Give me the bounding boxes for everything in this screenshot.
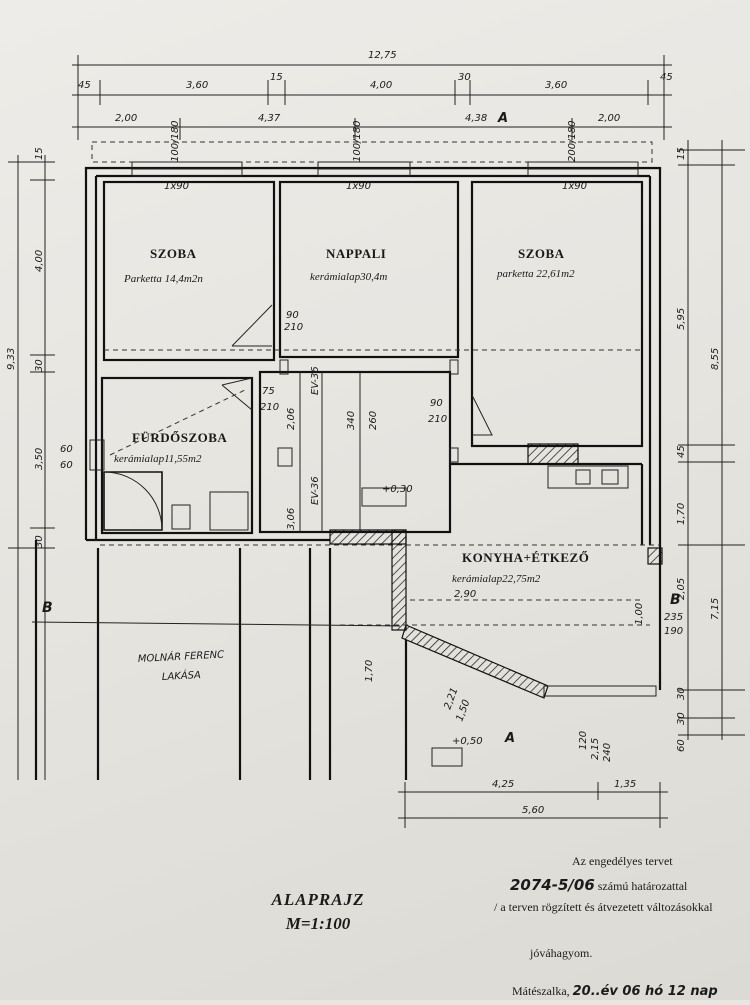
dim-bottom: 4,25	[492, 779, 514, 790]
dim-left: 30	[34, 359, 45, 372]
door-mark: 90	[286, 310, 299, 321]
room-floor: Parketta 14,4m2n	[123, 273, 203, 285]
dim-right: 45	[676, 445, 687, 458]
dim-top: 3,60	[545, 80, 567, 91]
stamp-line-3: / a terven rögzített és átvezetett válto…	[494, 900, 713, 914]
door-mark: 210	[260, 402, 279, 413]
window-mark: 100/180	[170, 120, 181, 162]
room-floor: kerámialap30,4m	[310, 271, 387, 283]
dim-top: 45	[660, 72, 673, 83]
door-mark: 60	[60, 444, 73, 455]
room-name: FÜRDŐSZOBA	[132, 430, 227, 445]
door-mark: 60	[60, 460, 73, 471]
interior-dim: 2,90	[454, 589, 476, 600]
dim-top: 4,00	[370, 80, 392, 91]
dim-top: 4,37	[258, 113, 281, 124]
interior-walls	[100, 182, 660, 545]
dim-right: 7,15	[710, 598, 721, 620]
interior-dim: 120	[578, 731, 589, 750]
stamp-place: Mátészalka,	[512, 984, 570, 998]
section-mark-b: B	[42, 600, 53, 616]
dim-bottom: 1,35	[614, 779, 636, 790]
dim-right: 1,70	[676, 503, 687, 525]
stamp-decision-number: 2074-5/06	[510, 876, 595, 894]
room-name: SZOBA	[518, 246, 565, 261]
drawing-title: ALAPRAJZ	[248, 890, 388, 910]
dim-top: 30	[458, 72, 471, 83]
interior-dim: 190	[664, 626, 683, 637]
dim-left: 15	[34, 147, 45, 160]
section-mark-a: A	[504, 731, 515, 746]
stamp-date: 20..év 06 hó 12 nap	[573, 984, 718, 999]
interior-dim: 2,15	[590, 738, 601, 760]
window-mark: 100/180	[352, 120, 363, 162]
dim-top: 4,38	[465, 113, 487, 124]
stamp-line-5: Mátészalka, 20..év 06 hó 12 nap	[512, 984, 718, 1000]
right-dimension-lines: 15 5,95 8,55 45 1,70 2,05 7,15 30 30 60	[676, 140, 745, 752]
dim-right: 60	[676, 739, 687, 752]
interior-dim: 260	[368, 411, 379, 430]
dim-left: 9,33	[6, 348, 17, 370]
dim-right: 30	[676, 687, 687, 700]
drawing-scale: M=1:100	[248, 914, 388, 934]
top-dimension-lines: 12,75 45 3,60 15 4,00 30 3,60 45 2,00 4,…	[72, 50, 673, 140]
interior-dim: 1,70	[364, 660, 375, 682]
neighbor-label: MOLNÁR FERENC	[137, 647, 224, 665]
room-floor: kerámialap22,75m2	[452, 573, 541, 585]
room-name: KONYHA+ÉTKEZŐ	[462, 550, 589, 565]
interior-dim: 240	[602, 743, 613, 762]
interior-dim: EV-36	[310, 366, 321, 395]
dim-left: 4,00	[34, 250, 45, 272]
left-dimension-lines: 15 4,00 9,33 30 3,50 30	[6, 147, 55, 780]
stamp-line-4: jóváhagyom.	[530, 946, 592, 960]
window-mark: 200/180	[567, 120, 578, 162]
interior-dim: 3,06	[286, 508, 297, 530]
dim-bottom: 5,60	[522, 805, 544, 816]
stamp-line-2-text: számú határozattal	[598, 879, 688, 893]
dim-top: 15	[270, 72, 283, 83]
dim-right: 8,55	[710, 348, 721, 370]
room-floor: parketta 22,61m2	[496, 268, 575, 280]
interior-dim: 235	[664, 612, 683, 623]
room-floor: kerámialap11,55m2	[114, 453, 202, 465]
kitchen-elements: +0,30 +0,50	[330, 444, 662, 766]
room-name: SZOBA	[150, 246, 197, 261]
section-mark-b: B	[670, 592, 681, 608]
dim-right: 5,95	[676, 308, 687, 330]
interior-dim: 2,06	[286, 408, 297, 430]
interior-dim: 1,50	[454, 698, 472, 723]
section-mark-a: A	[497, 111, 508, 126]
drawing-title-block: ALAPRAJZ M=1:100	[248, 890, 388, 934]
dim-top: 3,60	[186, 80, 208, 91]
door-mark: 210	[428, 414, 447, 425]
dim-top: 2,00	[115, 113, 137, 124]
dim-top: 2,00	[598, 113, 620, 124]
stamp-line-2: 2074-5/06 számú határozattal	[510, 876, 687, 894]
interior-dim: 340	[346, 411, 357, 430]
dim-right: 15	[676, 147, 687, 160]
door-mark: 75	[262, 386, 275, 397]
dim-total-width: 12,75	[368, 50, 397, 61]
door-mark: 210	[284, 322, 303, 333]
vent-level: +0,30	[382, 484, 413, 495]
dim-left: 3,50	[34, 448, 45, 470]
door-swings: 90 210 75 210 90 210 60 60	[60, 305, 492, 471]
interior-dim: 1,00	[634, 603, 645, 625]
interior-dim: 2,21	[442, 686, 460, 711]
stamp-line-1: Az engedélyes tervet	[572, 854, 673, 868]
dim-right: 30	[676, 712, 687, 725]
door-mark: 90	[430, 398, 443, 409]
dim-top: 45	[78, 80, 91, 91]
interior-dim: EV-36	[310, 476, 321, 505]
room-name: NAPPALI	[326, 246, 386, 261]
vent-level: +0,50	[452, 736, 483, 747]
neighbor-label: LAKÁSA	[161, 668, 201, 683]
